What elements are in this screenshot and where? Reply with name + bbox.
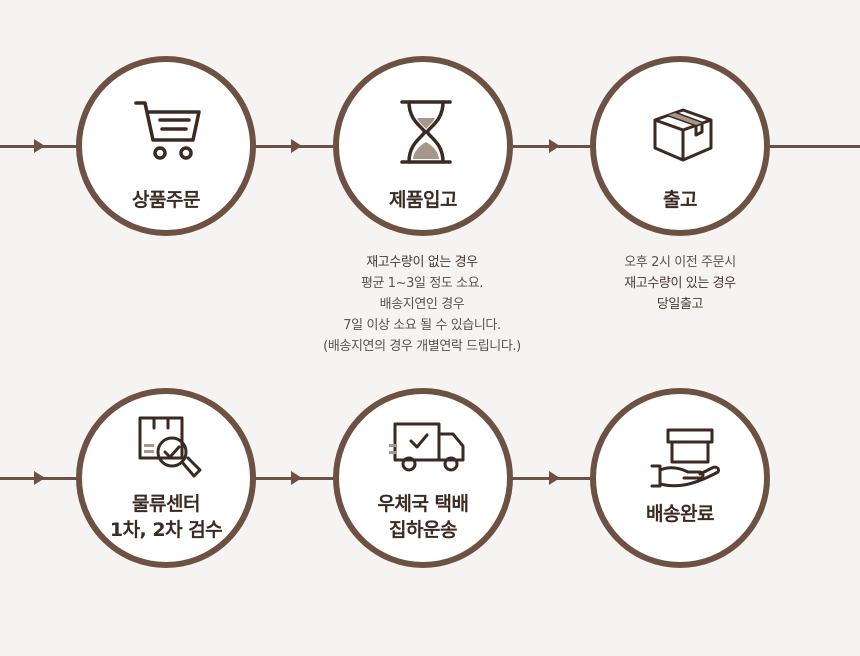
ship-note: 오후 2시 이전 주문시 재고수량이 있는 경우 당일출고 — [560, 252, 800, 315]
step-label-line2: 1차, 2차 검수 — [109, 519, 223, 541]
step-label-line1: 우체국 택배 — [377, 493, 469, 515]
hourglass-icon — [400, 100, 452, 164]
step-label-line1: 물류센터 — [132, 493, 200, 515]
step-label: 배송완료 — [646, 503, 714, 525]
note-line: 오후 2시 이전 주문시 — [624, 255, 736, 270]
note-line: 배송지연인 경우 — [379, 297, 465, 312]
arrow-icon — [291, 471, 302, 485]
arrow-icon — [291, 139, 302, 153]
note-line: 재고수량이 없는 경우 — [366, 255, 478, 270]
step-label: 출고 — [663, 189, 697, 211]
arrow-icon — [34, 471, 45, 485]
note-line: 평균 1~3일 정도 소요. — [360, 276, 484, 291]
hand-box-icon — [650, 428, 720, 488]
shopping-cart-icon — [134, 101, 201, 160]
note-line: (배송지연의 경우 개별연락 드립니다.) — [323, 339, 521, 354]
step-inspect: 물류센터 1차, 2차 검수 — [76, 388, 256, 568]
note-line: 당일출고 — [656, 297, 704, 312]
step-courier: 우체국 택배 집하운송 — [333, 388, 513, 568]
note-line: 재고수량이 있는 경우 — [624, 276, 736, 291]
step-order: 상품주문 — [76, 56, 256, 236]
note-line: 7일 이상 소요 될 수 있습니다. — [343, 318, 501, 333]
step-stock: 제품입고 — [333, 56, 513, 236]
step-ship: 출고 — [590, 56, 770, 236]
box-icon — [653, 108, 713, 162]
magnifier-box-icon — [138, 416, 202, 478]
arrow-icon — [549, 471, 560, 485]
step-label-line2: 집하운송 — [389, 519, 457, 541]
step-label: 제품입고 — [389, 189, 457, 211]
connector-line — [768, 145, 860, 148]
step-done: 배송완료 — [590, 388, 770, 568]
arrow-icon — [549, 139, 560, 153]
stock-note: 재고수량이 없는 경우 평균 1~3일 정도 소요. 배송지연인 경우 7일 이… — [282, 252, 562, 357]
arrow-icon — [34, 139, 45, 153]
step-label: 상품주문 — [132, 189, 200, 211]
delivery-truck-icon — [389, 422, 465, 472]
